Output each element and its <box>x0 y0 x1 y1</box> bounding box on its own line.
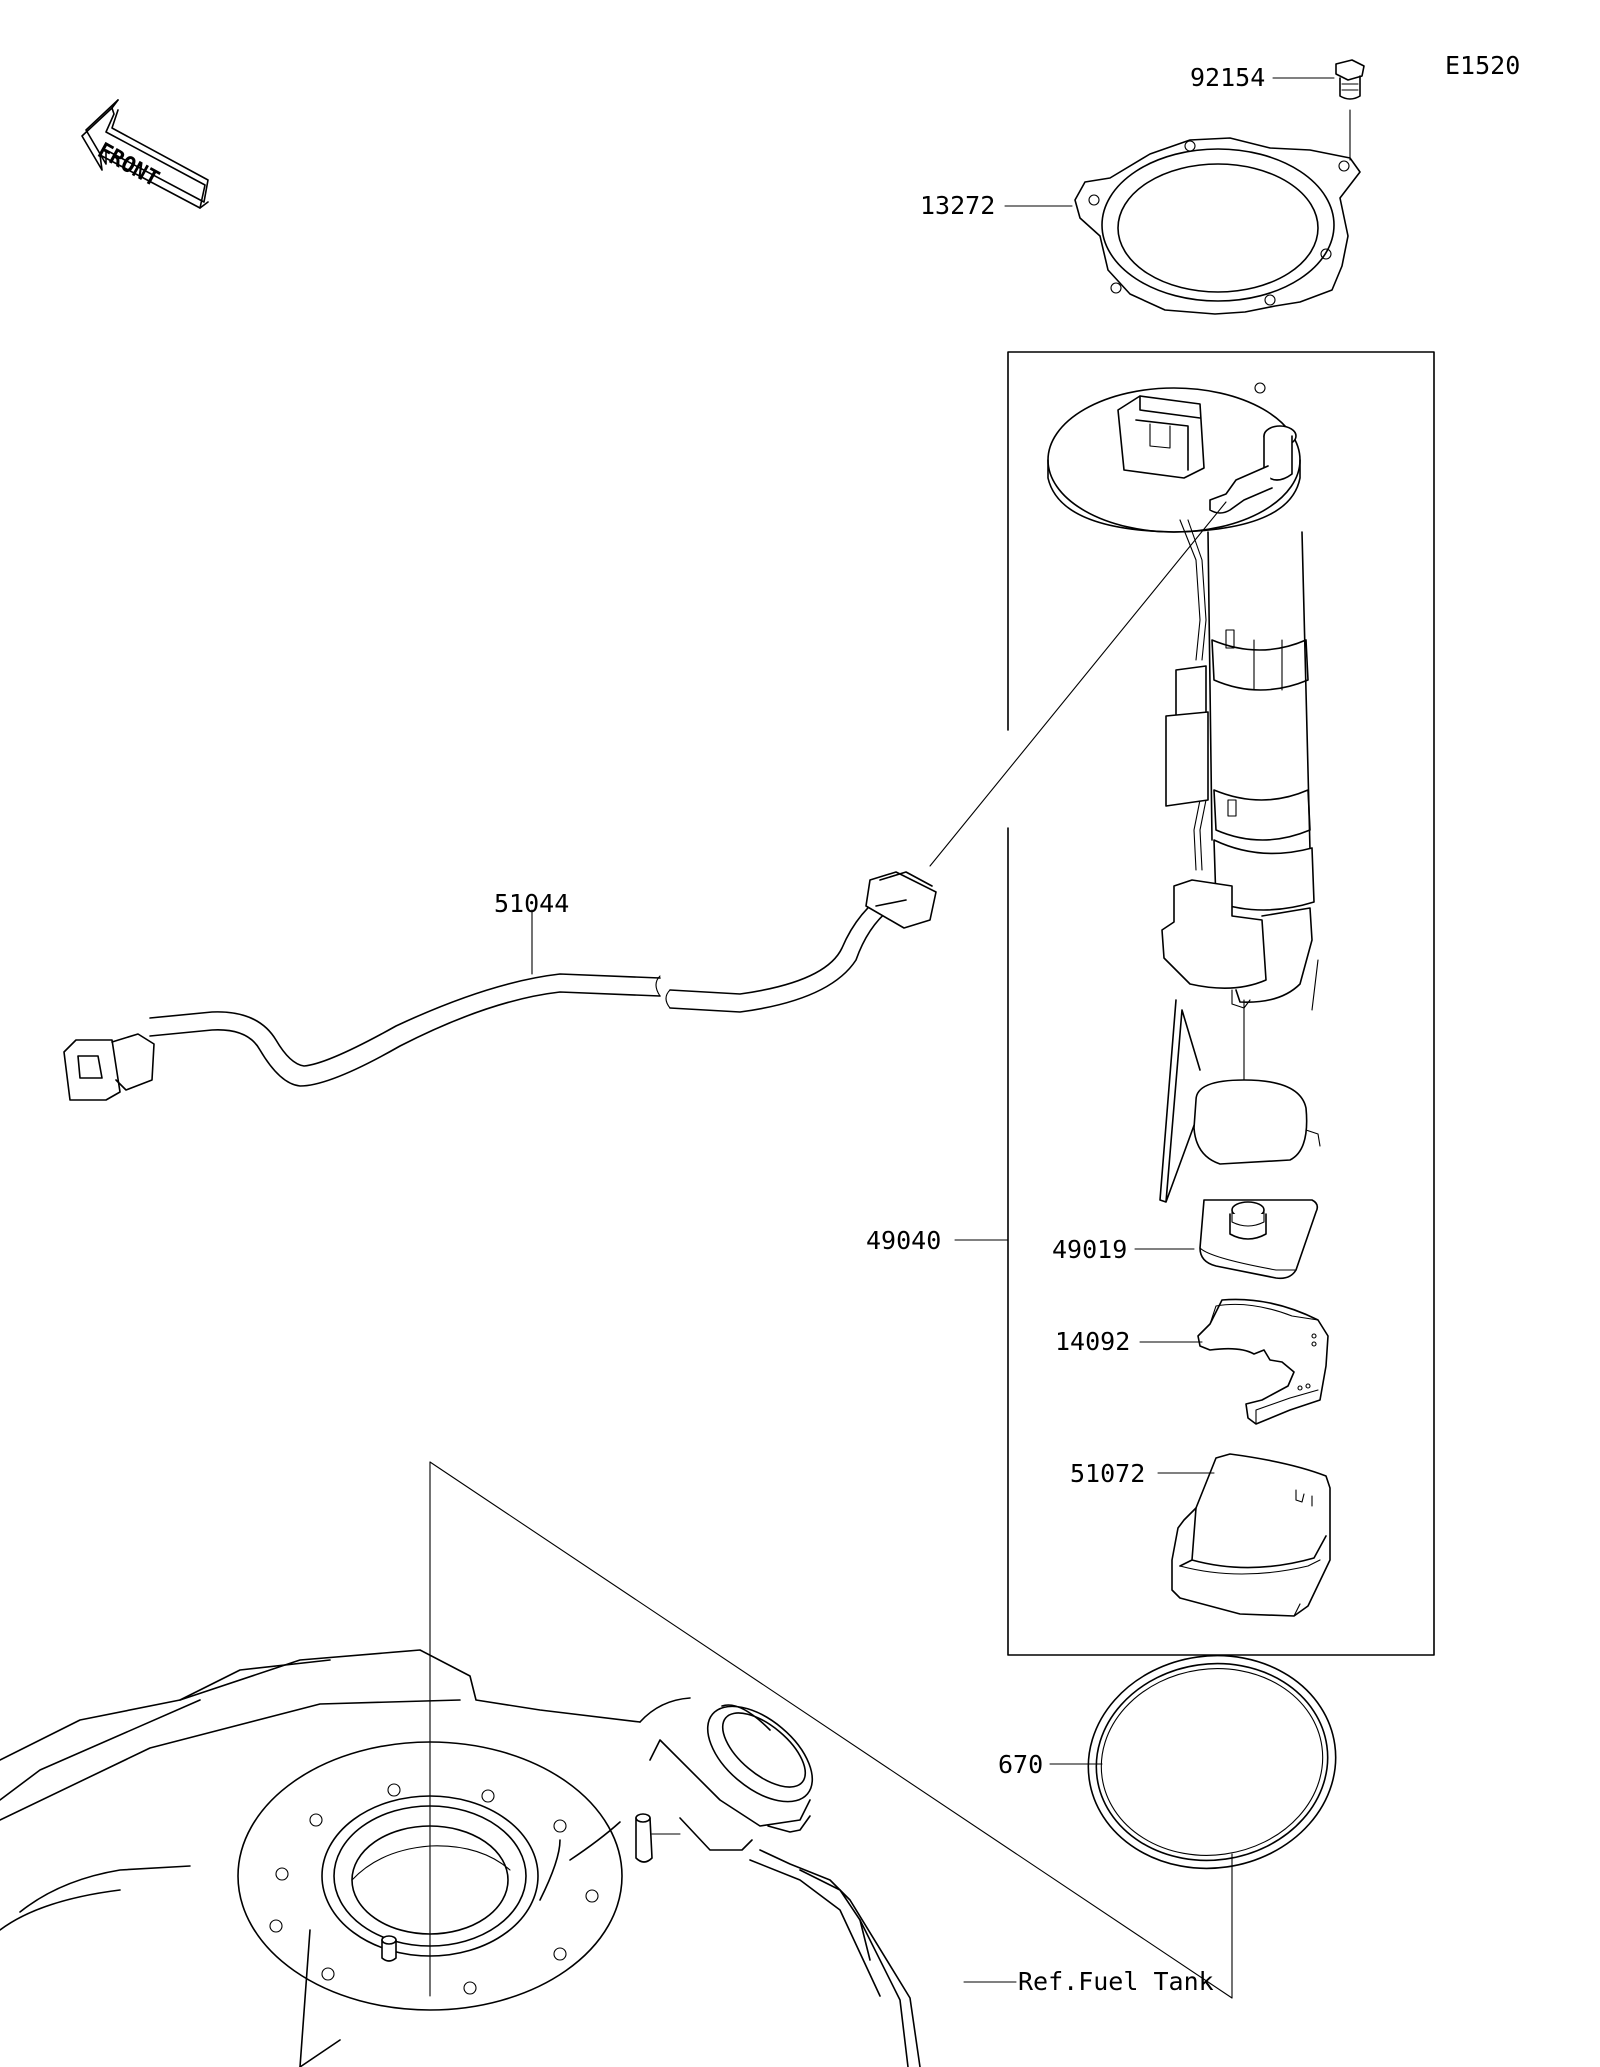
bolt-92154[interactable] <box>1335 59 1365 100</box>
part-label-49040: 49040 <box>866 1226 941 1255</box>
part-label-51044: 51044 <box>494 889 569 918</box>
part-label-51072: 51072 <box>1070 1459 1145 1488</box>
diagram-code: E1520 <box>1445 51 1520 80</box>
pump-assembly-49040[interactable] <box>1047 382 1321 1203</box>
assembly-frame <box>1007 351 1435 1656</box>
fuel-tank <box>0 1649 921 2067</box>
plate-13272[interactable] <box>1074 137 1361 315</box>
part-label-670: 670 <box>998 1750 1043 1779</box>
front-arrow-icon: FRONT <box>81 99 209 209</box>
bracket-14092[interactable] <box>1197 1298 1329 1425</box>
part-label-92154: 92154 <box>1190 63 1265 92</box>
reference-label: Ref.Fuel Tank <box>1018 1967 1214 1996</box>
hose-51044[interactable] <box>63 871 937 1101</box>
filter-49019[interactable] <box>1199 1199 1319 1280</box>
part-label-49019: 49019 <box>1052 1235 1127 1264</box>
front-label: FRONT <box>93 138 163 192</box>
part-label-13272: 13272 <box>920 191 995 220</box>
cover-51072[interactable] <box>1171 1453 1331 1617</box>
gasket-670[interactable] <box>1074 1640 1349 1884</box>
part-label-14092: 14092 <box>1055 1327 1130 1356</box>
